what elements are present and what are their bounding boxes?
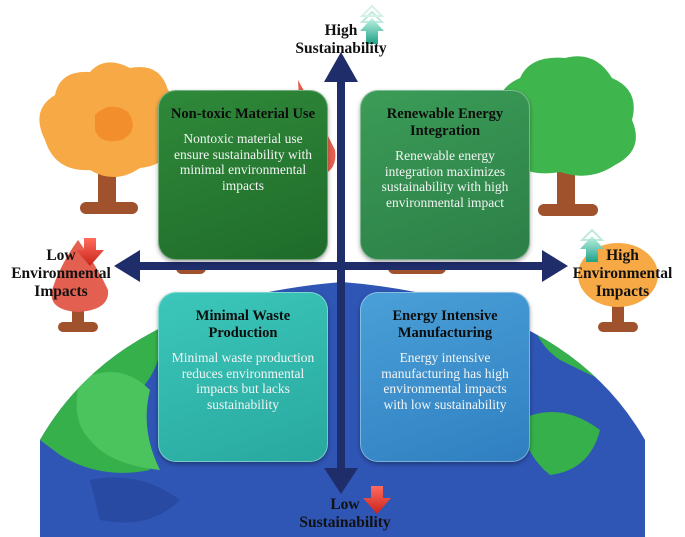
axis-label-line: Environmental (572, 265, 673, 282)
quadrant-text: Nontoxic material use ensure sustainabil… (174, 131, 312, 193)
tree-red-left (51, 240, 109, 332)
quadrant-title: Non-toxic Material Use (170, 106, 316, 122)
up-arrow-icon (359, 4, 385, 44)
horizontal-axis-arrow (114, 250, 568, 282)
quadrant-text: Renewable energy integration maximizes s… (381, 148, 509, 210)
quadrant-title: Minimal Waste Production (195, 308, 291, 341)
quadrant-text: Energy intensive manufacturing has high … (381, 350, 509, 412)
tree-green-right (496, 56, 636, 216)
axis-label-line: Environmental (11, 265, 111, 282)
quadrant-text: Minimal waste production reduces environ… (171, 350, 315, 412)
axis-label-bottom: Low Sustainability (290, 496, 400, 532)
axis-label-top: High Sustainability (286, 22, 396, 58)
tree-orange-left (39, 62, 181, 214)
down-arrow-icon (363, 486, 391, 514)
axis-label-line: High (324, 22, 358, 39)
quadrant-top-right: Renewable Energy Integration Renewable e… (360, 90, 530, 260)
axis-label-line: Impacts (595, 283, 650, 300)
down-arrow-icon (76, 238, 104, 266)
quadrant-top-left: Non-toxic Material Use Nontoxic material… (158, 90, 328, 260)
axis-label-line: Sustainability (299, 514, 391, 531)
axis-label-line: Sustainability (295, 40, 387, 57)
quadrant-title: Energy Intensive Manufacturing (392, 308, 498, 341)
axis-label-line: Low (330, 496, 360, 513)
vertical-axis-arrow (324, 52, 358, 494)
axis-label-line: High (606, 247, 639, 264)
axis-label-right: High Environmental Impacts (560, 247, 685, 301)
quadrant-title: Renewable Energy Integration (386, 106, 504, 139)
quadrant-bottom-left: Minimal Waste Production Minimal waste p… (158, 292, 328, 462)
axis-label-line: Low (46, 247, 76, 264)
quadrant-bottom-right: Energy Intensive Manufacturing Energy in… (360, 292, 530, 462)
axis-label-line: Impacts (34, 283, 88, 300)
up-arrow-icon (579, 228, 605, 262)
axis-label-left: Low Environmental Impacts (0, 247, 122, 301)
